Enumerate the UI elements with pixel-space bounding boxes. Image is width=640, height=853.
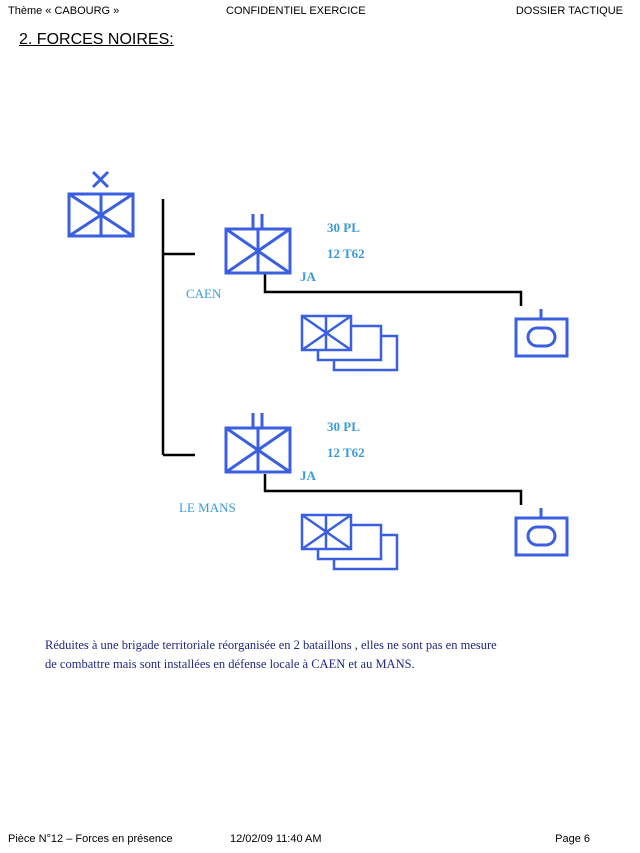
footer-timestamp: 12/02/09 11:40 AM [230,833,322,845]
company-stack-symbol [300,314,399,372]
unit-strength-pl: 30 PL [327,419,360,434]
unit-city: LE MANS [179,500,236,515]
unit-city: CAEN [186,286,222,301]
footer-document-piece: Pièce N°12 – Forces en présence [8,833,173,845]
section-title: 2. FORCES NOIRES: [19,31,174,48]
footer-page-number: Page 6 [555,833,590,845]
armor-unit-symbol [514,508,569,557]
header-theme: Thème « CABOURG » [8,5,120,17]
unit-tag: JA [300,468,317,483]
brigade-symbol [67,170,135,238]
header-dossier: DOSSIER TACTIQUE [515,5,623,17]
company-stack-symbol [300,513,399,571]
armor-unit-symbol [514,309,569,358]
unit-tag: JA [300,269,317,284]
note-line: de combattre mais sont installées en déf… [45,657,415,671]
situation-note: Réduites à une brigade territoriale réor… [45,636,585,674]
unit-strength-pl: 30 PL [327,220,360,235]
header-classification: CONFIDENTIEL EXERCICE [226,5,366,17]
battalion-symbol [224,214,292,275]
battalion-symbol [224,413,292,474]
unit-strength-t62: 12 T62 [327,445,365,460]
note-line: Réduites à une brigade territoriale réor… [45,638,497,652]
command-lines [161,199,523,505]
unit-strength-t62: 12 T62 [327,246,365,261]
